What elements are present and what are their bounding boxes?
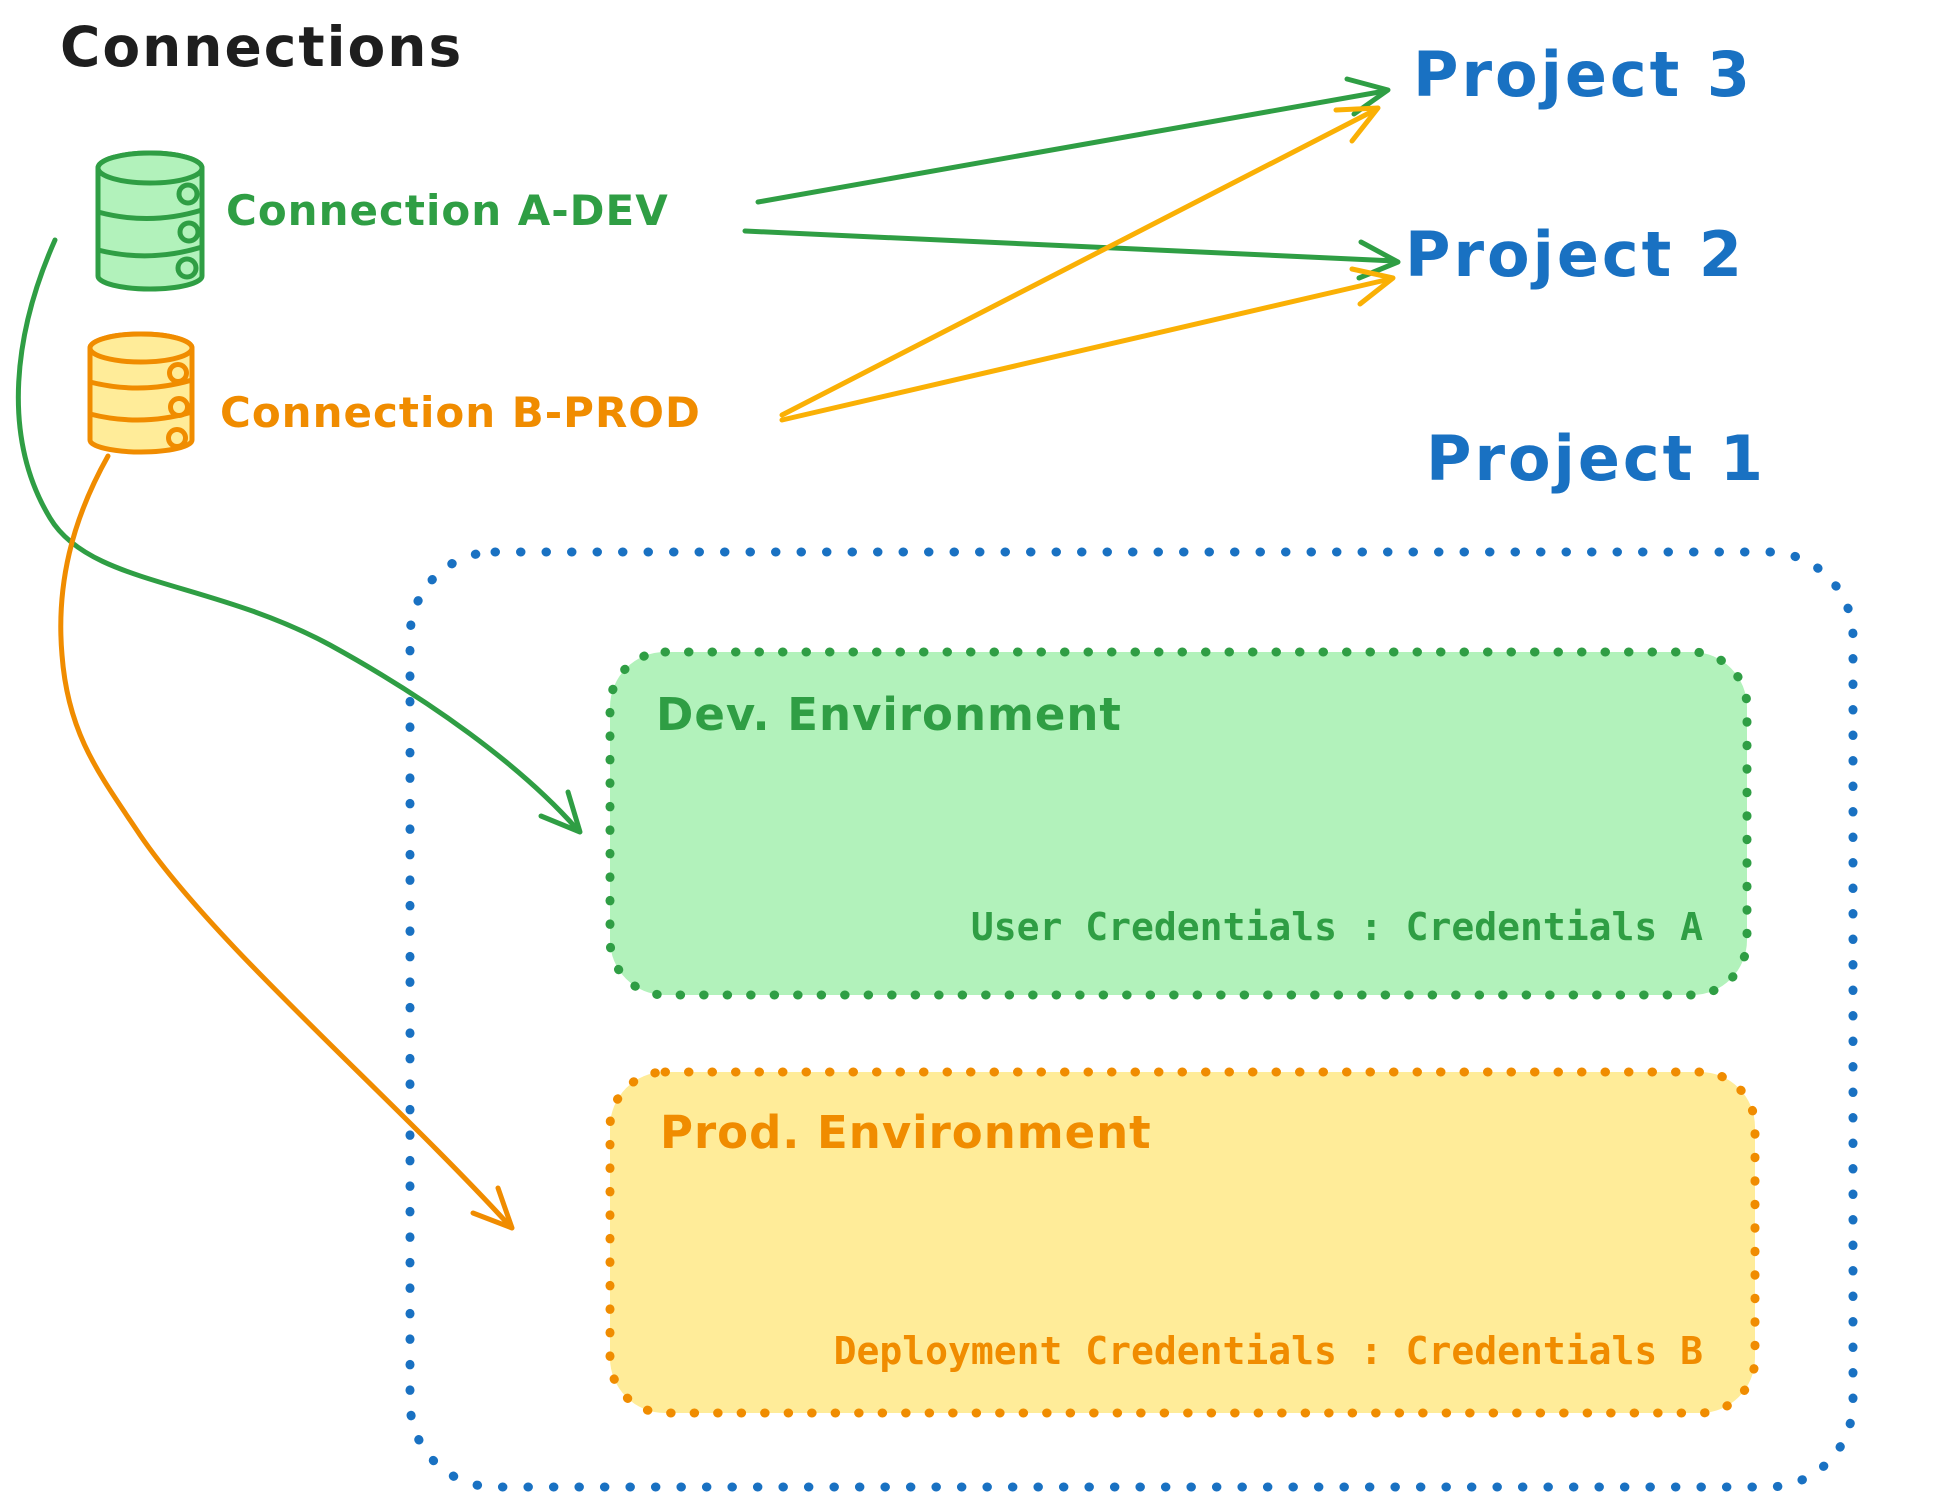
dev-environment-title: Dev. Environment [656, 688, 1122, 741]
connections-title: Connections [60, 15, 464, 79]
arrow-b-prod-to-project3 [779, 105, 1381, 418]
prod-environment-title: Prod. Environment [660, 1106, 1152, 1159]
prod-environment-box [605, 1067, 1760, 1418]
connection-a-dev-label: Connection A-DEV [226, 186, 669, 235]
arrow-a-dev-to-project2 [742, 228, 1401, 281]
dev-environment-box [605, 647, 1752, 1000]
project1-container-box [405, 547, 1858, 1492]
prod-environment-credentials: Deployment Credentials : Credentials B [833, 1329, 1703, 1373]
dev-environment-credentials: User Credentials : Credentials A [970, 905, 1703, 949]
arrow-a-dev-to-dev-environment [15, 237, 583, 835]
connection-b-prod-label: Connection B-PROD [220, 388, 701, 437]
database-icon [95, 150, 205, 292]
arrow-b-prod-to-project2 [779, 266, 1396, 423]
project-3-label: Project 3 [1413, 38, 1754, 111]
database-icon [87, 331, 195, 455]
arrow-a-dev-to-project3 [755, 76, 1391, 205]
arrow-b-prod-to-prod-environment [58, 453, 515, 1231]
project-1-label: Project 1 [1426, 422, 1767, 495]
project-2-label: Project 2 [1405, 218, 1746, 291]
